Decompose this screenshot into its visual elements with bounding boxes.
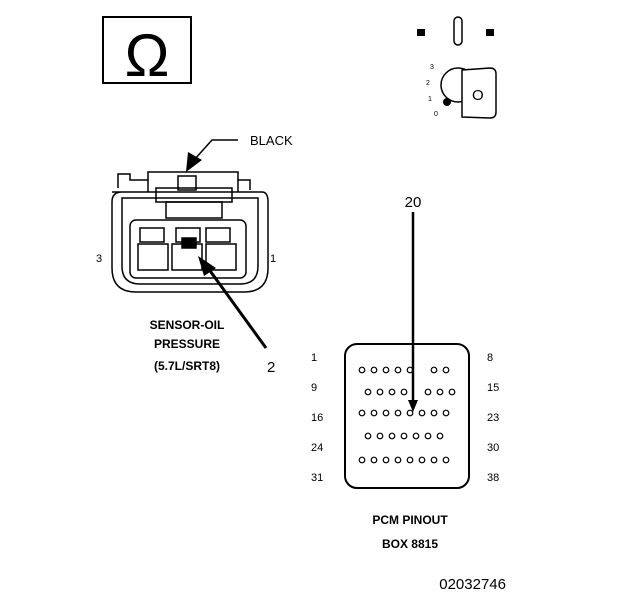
pcm-row2-right: 15 — [487, 382, 499, 394]
pin-2-label: 2 — [267, 359, 275, 376]
connector-pin-1-label: 1 — [270, 253, 276, 265]
key-pos-3: 3 — [430, 64, 434, 71]
indicator-right — [486, 29, 494, 36]
pcm-pin-hole — [370, 366, 378, 374]
pcm-pin-hole — [406, 409, 414, 417]
pcm-pin-hole — [382, 366, 390, 374]
pcm-row4-left: 24 — [311, 442, 323, 454]
pcm-row2-left: 9 — [311, 382, 317, 394]
pcm-pin-hole — [394, 456, 402, 464]
pcm-row3-left: 16 — [311, 412, 323, 424]
pcm-title-line-1: PCM PINOUT — [372, 513, 448, 527]
pcm-pin-hole — [442, 456, 450, 464]
key-pos-0: 0 — [434, 111, 438, 118]
sensor-connector — [111, 171, 269, 293]
pcm-pin-hole — [424, 432, 432, 440]
pcm-box — [344, 343, 470, 489]
pcm-row1-left: 1 — [311, 352, 317, 364]
pcm-pin-hole — [418, 456, 426, 464]
pcm-pinout: 20 1 9 16 24 31 8 15 23 30 38 PCM PINOUT… — [311, 194, 499, 551]
key-glyph: O — [472, 87, 484, 104]
pcm-pin-hole — [436, 432, 444, 440]
key-pos-1: 1 — [428, 96, 432, 103]
key-pointer — [443, 98, 451, 106]
pcm-pin-hole — [400, 432, 408, 440]
pcm-pin-hole — [358, 456, 366, 464]
pcm-pin-hole — [364, 432, 372, 440]
color-label: BLACK — [250, 133, 293, 148]
connector-title-line-3: (5.7L/SRT8) — [154, 359, 220, 373]
connector-title-line-2: PRESSURE — [154, 337, 220, 351]
pcm-pin-hole — [382, 456, 390, 464]
pcm-row5-left: 31 — [311, 472, 323, 484]
pcm-row3-right: 23 — [487, 412, 499, 424]
figure-id: 02032746 — [439, 576, 506, 593]
ohmmeter-icon: Ω — [102, 16, 192, 89]
indicator-left — [417, 29, 425, 36]
pcm-pin-hole — [376, 388, 384, 396]
connector-pin-3-label: 3 — [96, 253, 102, 265]
pcm-pin-hole — [370, 456, 378, 464]
pin-20-label: 20 — [405, 194, 422, 211]
pcm-pin-hole — [358, 366, 366, 374]
pcm-pin-hole — [436, 388, 444, 396]
pcm-pin-hole — [394, 409, 402, 417]
pcm-pin-hole — [412, 432, 420, 440]
color-callout: BLACK — [186, 133, 293, 172]
pcm-pin-hole — [442, 409, 450, 417]
pcm-row1-right: 8 — [487, 352, 493, 364]
pcm-pin-hole — [442, 366, 450, 374]
ignition-key-icon: 3 2 1 0 O — [417, 16, 497, 119]
pcm-pin-hole — [358, 409, 366, 417]
pcm-row4-right: 30 — [487, 442, 499, 454]
pcm-pin-hole — [418, 409, 426, 417]
pcm-pin-hole — [406, 456, 414, 464]
connector-title: SENSOR-OIL PRESSURE (5.7L/SRT8) — [150, 318, 225, 373]
ohm-symbol: Ω — [125, 22, 170, 89]
pcm-pin-grid — [358, 366, 456, 464]
pcm-pin-hole — [430, 409, 438, 417]
key-pos-2: 2 — [426, 80, 430, 87]
pcm-pin-hole — [370, 409, 378, 417]
pcm-pin-hole — [364, 388, 372, 396]
pcm-title-line-2: BOX 8815 — [382, 537, 438, 551]
pcm-pin-hole — [424, 388, 432, 396]
pcm-pin-hole — [430, 456, 438, 464]
pcm-pin-hole — [448, 388, 456, 396]
pin-2-callout: 2 — [198, 256, 275, 376]
pcm-pin-hole — [388, 388, 396, 396]
pcm-pin-hole — [394, 366, 402, 374]
pin-20-arrowhead — [408, 400, 418, 412]
pcm-row5-right: 38 — [487, 472, 499, 484]
connector-title-line-1: SENSOR-OIL — [150, 318, 225, 332]
pcm-pin-hole — [430, 366, 438, 374]
pcm-pin-hole — [388, 432, 396, 440]
pcm-pin-hole — [382, 409, 390, 417]
pcm-pin-hole — [400, 388, 408, 396]
indicator-center — [453, 16, 463, 46]
pcm-pin-hole — [376, 432, 384, 440]
